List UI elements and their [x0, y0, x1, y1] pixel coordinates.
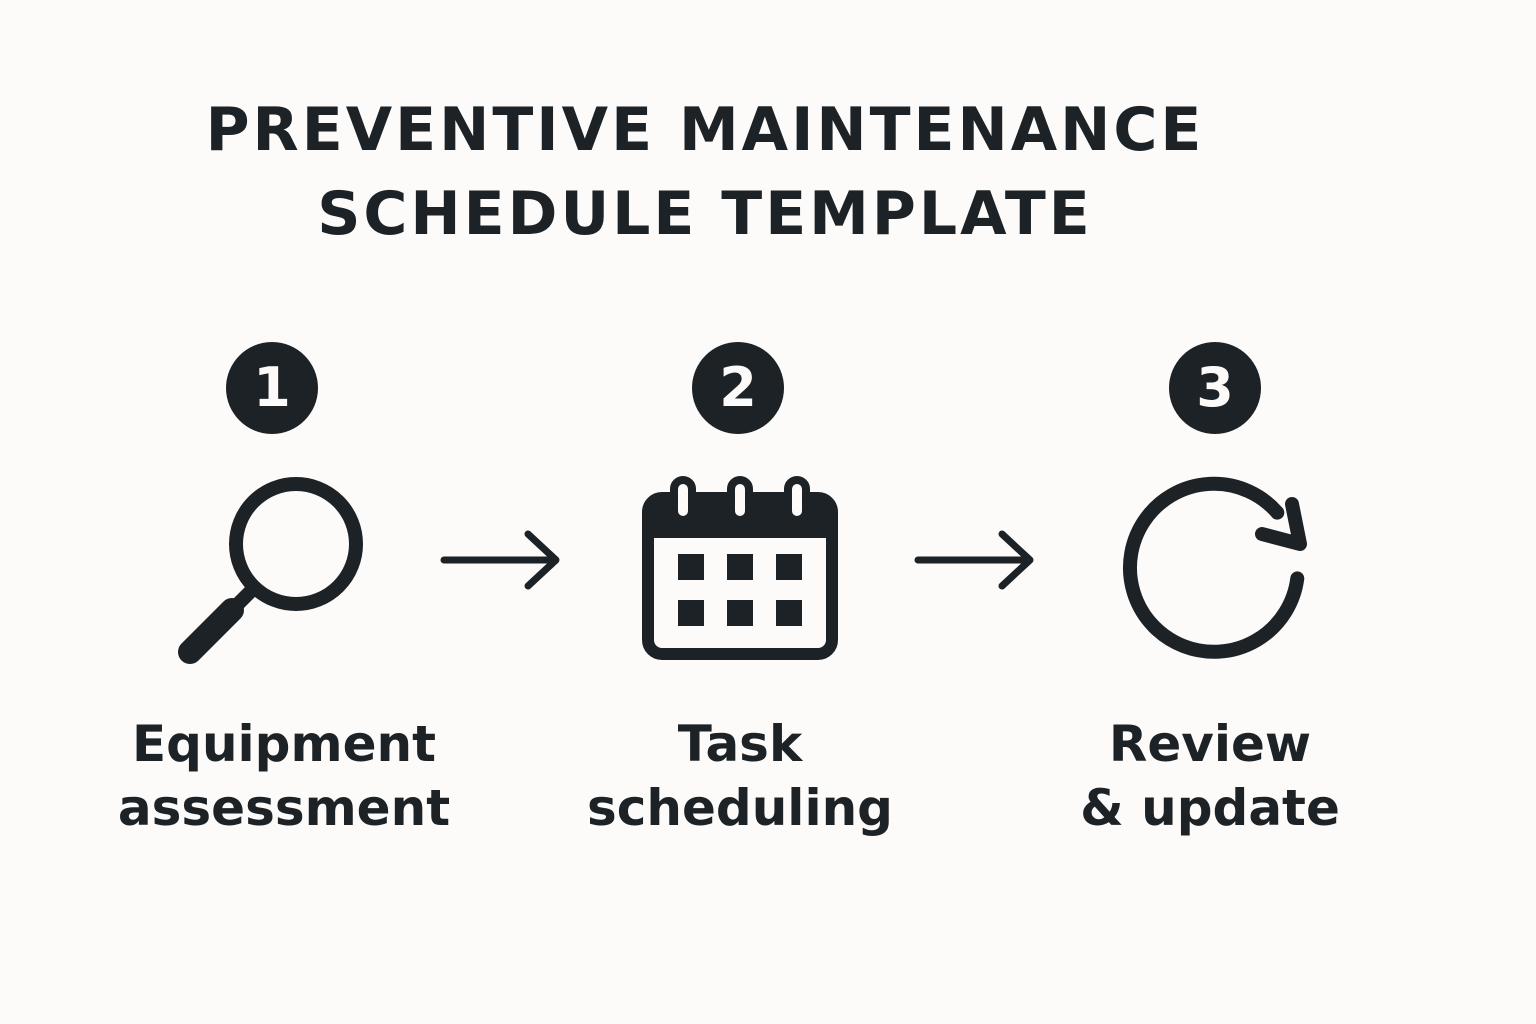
arrow-right-icon [914, 530, 1034, 590]
step-1-label: Equipment assessment [74, 712, 494, 840]
title-line-1: PREVENTIVE MAINTENANCE [205, 95, 1205, 165]
page-title: PREVENTIVE MAINTENANCE SCHEDULE TEMPLATE [0, 88, 1410, 256]
step-2-label-line-2: scheduling [587, 779, 893, 837]
step-3-label-line-1: Review [1108, 715, 1312, 773]
step-1-number-badge: 1 [226, 342, 318, 434]
step-3-number-badge: 3 [1169, 342, 1261, 434]
step-3-label-line-2: & update [1080, 779, 1340, 837]
title-line-2: SCHEDULE TEMPLATE [317, 179, 1093, 249]
step-2-number-badge: 2 [692, 342, 784, 434]
step-2-label-line-1: Task [677, 715, 803, 773]
step-3-label: Review & update [1000, 712, 1420, 840]
step-1-label-line-2: assessment [117, 779, 451, 837]
arrow-right-icon [440, 530, 560, 590]
magnifying-glass-icon [178, 477, 363, 664]
step-2-label: Task scheduling [530, 712, 950, 840]
step-1-label-line-1: Equipment [132, 715, 436, 773]
refresh-icon [1122, 476, 1307, 659]
calendar-icon [642, 476, 838, 660]
